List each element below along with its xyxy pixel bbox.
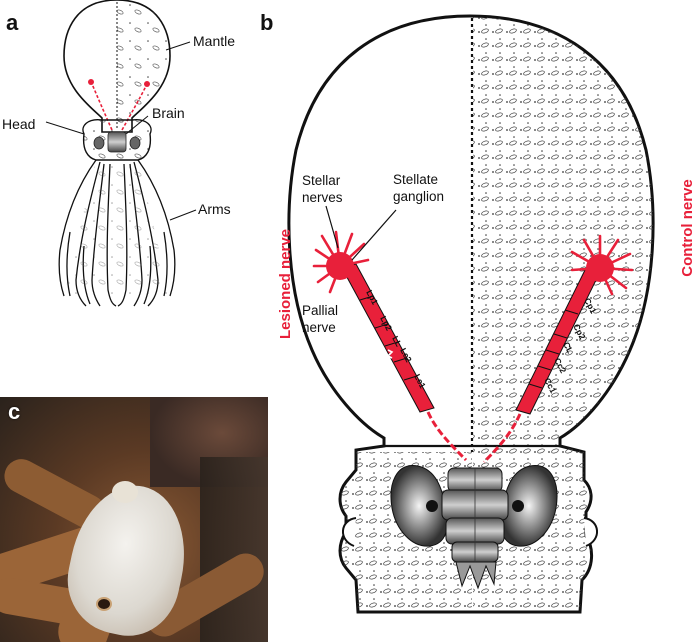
segment-cl: CL [561,340,575,355]
panel-a-letter: a [6,10,19,35]
stellar-nerves-leader [325,205,339,249]
stellar-nerves-label-line2: nerves [302,190,343,205]
panel-a-lesioned-ganglion [88,79,94,85]
panel-b-left-eye [426,500,438,512]
panel-a-brain-label: Brain [152,105,185,121]
panel-a: a Mantle [2,0,235,307]
panel-a-head-label: Head [2,116,35,132]
panel-a-control-ganglion [144,81,150,87]
lesioned-nerve-label: Lesioned nerve [277,229,294,339]
panel-a-arms-texture [64,160,170,296]
panel-a-brain [107,131,127,153]
pallial-nerve-label-line1: Pallial [302,303,338,318]
stellate-ganglion-label-line2: ganglion [393,189,444,204]
photo-mantle-tip [112,481,138,503]
panel-a-mantle-dotted-half [117,0,170,132]
stellate-ganglion-label-line1: Stellate [393,172,438,187]
panel-a-mantle-leader [165,41,191,51]
panel-b-control-ganglion [570,234,634,296]
panel-c-photo [0,397,268,642]
stellar-nerves-label-line1: Stellar [302,173,341,188]
panel-a-right-eye [129,136,141,150]
panel-a-arms-leader [169,209,197,221]
photo-eye [96,597,112,611]
panel-a-brain-leader [125,115,149,135]
panel-a-lesioned-nerve [91,83,113,131]
photo-background-shadow [200,457,268,642]
panel-b-letter: b [260,10,273,35]
stellate-ganglion-leader [351,209,397,261]
panel-a-left-eye [93,136,105,150]
panel-b: b [260,10,696,614]
control-nerve-label: Control nerve [679,179,696,277]
panel-b-brain [441,467,509,590]
panel-a-control-nerve [121,85,147,131]
panel-a-mantle-label: Mantle [193,33,235,49]
panel-c-letter: c [8,399,21,424]
panel-a-head-leader [45,121,85,135]
panel-b-left-side-notch [342,517,357,547]
pallial-nerve-label-line2: nerve [302,320,336,335]
panel-a-arms-label: Arms [198,201,231,217]
panel-b-right-side-notch [583,517,598,547]
panel-b-right-eye [512,500,524,512]
panel-b-lesioned-ganglion [312,230,370,294]
segment-ll: LL [390,334,404,348]
